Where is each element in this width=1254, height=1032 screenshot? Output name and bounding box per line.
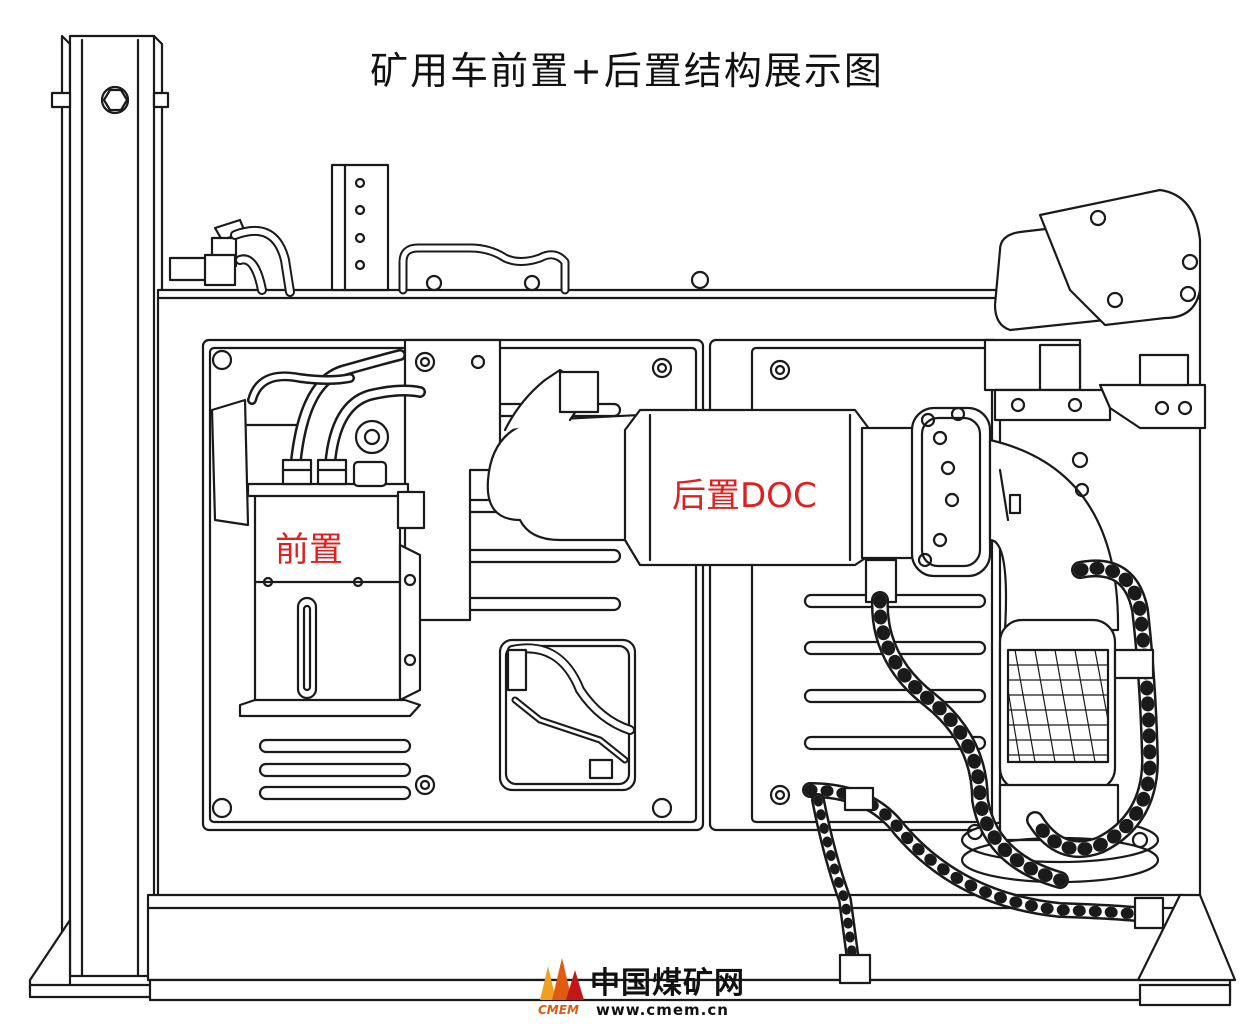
watermark-brand: CMEM [538, 1003, 579, 1017]
front-unit-label: 前置 [275, 530, 343, 570]
watermark-name: 中国煤矿网 [590, 966, 745, 1001]
sensor-hoses [802, 558, 1165, 985]
rear-doc-unit [486, 368, 1160, 884]
rear-doc-label: 后置DOC [672, 476, 817, 516]
top-right-assembly [983, 188, 1207, 498]
top-u-pipe [398, 243, 710, 295]
page-title: 矿用车前置+后置结构展示图 [370, 49, 884, 93]
front-unit [210, 349, 426, 718]
top-left-fittings [168, 218, 295, 297]
logo-mark [540, 958, 584, 1000]
top-bracket [330, 163, 390, 292]
watermark-url: www.cmem.cn [596, 1001, 729, 1019]
